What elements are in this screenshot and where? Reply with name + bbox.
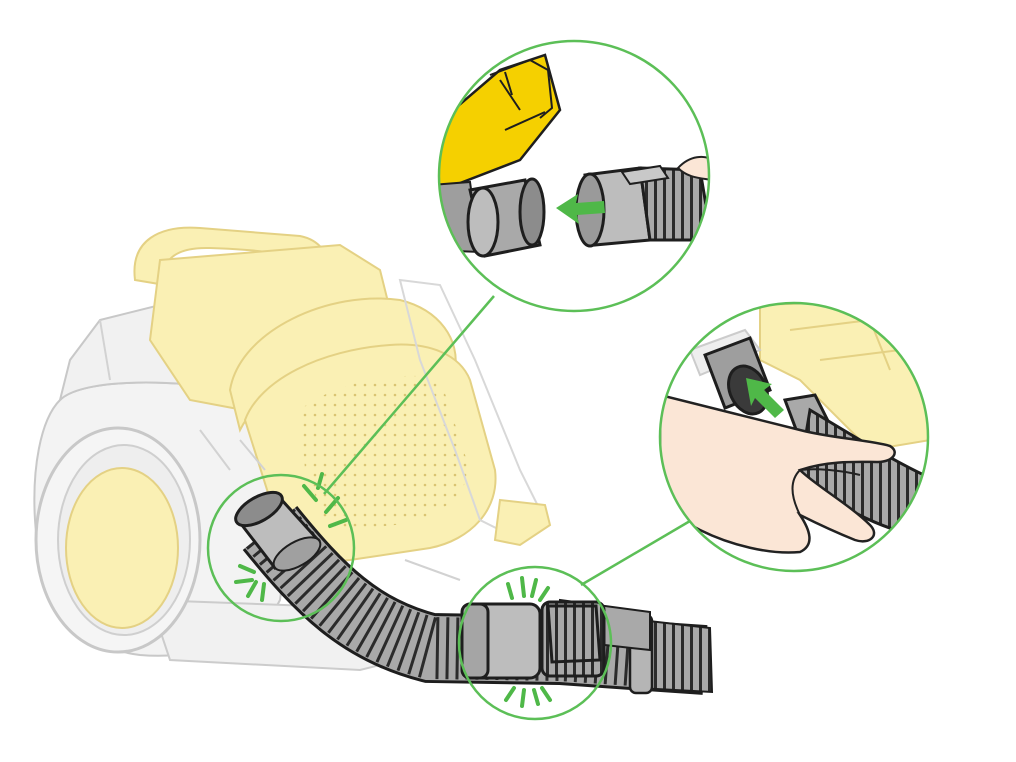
click-mark-coupling-bottom (504, 686, 552, 708)
callout-inlet (206, 473, 356, 623)
hand-right (660, 393, 896, 554)
green-up-left-arrow-icon (746, 378, 784, 418)
wand-coupling (460, 600, 606, 680)
hand-fingers-top (676, 155, 709, 182)
detail-wand-connection (658, 301, 930, 573)
vacuum-body-ghost (33, 226, 552, 672)
click-mark-inlet-bottom (234, 564, 266, 602)
detail-inlet-connection (437, 39, 711, 313)
green-left-arrow-icon (556, 194, 605, 224)
main-hose (234, 490, 714, 695)
inlet-cuff (234, 490, 322, 572)
leader-line-top (323, 295, 495, 495)
callout-top-ring (437, 39, 711, 313)
callout-right-ring (658, 301, 930, 573)
callout-coupling (457, 565, 613, 721)
leader-line-right (580, 519, 691, 587)
wheel-hub (65, 467, 179, 629)
click-burst-icon (234, 472, 552, 708)
click-mark-inlet-top (302, 472, 348, 528)
bin-bottom-clip (493, 498, 552, 547)
inlet-socket (466, 177, 546, 258)
bin-perforations (300, 375, 470, 532)
chassis-details (99, 319, 461, 581)
hose-cuff-top (574, 164, 709, 248)
click-mark-coupling-top (506, 576, 550, 602)
